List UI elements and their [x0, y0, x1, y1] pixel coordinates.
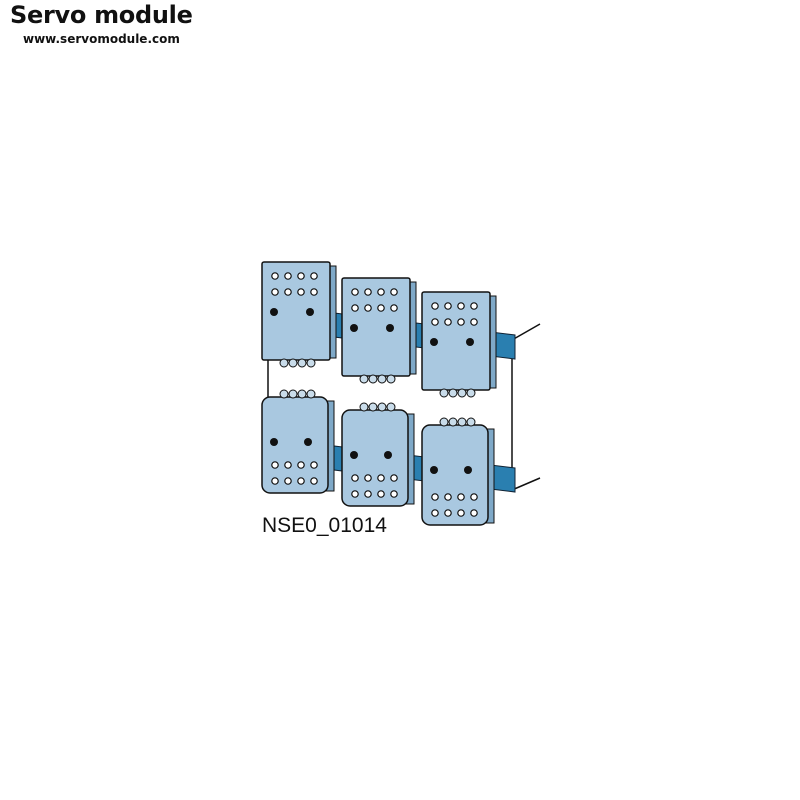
connector-plate	[421, 291, 497, 398]
hole	[310, 272, 318, 280]
hole	[390, 288, 398, 296]
bolt	[386, 402, 396, 412]
hole	[457, 509, 465, 517]
hole	[377, 288, 385, 296]
connector-plate	[341, 277, 417, 384]
bolt	[466, 417, 476, 427]
hole	[351, 474, 359, 482]
watermark-url: www.servomodule.com	[23, 32, 180, 46]
bolt	[386, 374, 396, 384]
hole	[297, 461, 305, 469]
hole	[431, 493, 439, 501]
hole	[310, 288, 318, 296]
bolt-hole	[304, 438, 312, 446]
bolt	[288, 358, 298, 368]
bolt	[377, 402, 387, 412]
plates	[261, 261, 497, 526]
bolt-hole	[430, 466, 438, 474]
bolt	[359, 374, 369, 384]
bolt	[457, 388, 467, 398]
plate	[421, 424, 489, 526]
hole	[364, 304, 372, 312]
hole	[444, 302, 452, 310]
hole	[390, 474, 398, 482]
hole	[284, 461, 292, 469]
bolt-hole	[464, 466, 472, 474]
hole	[457, 318, 465, 326]
hole	[310, 461, 318, 469]
watermark-title: Servo module	[10, 1, 193, 29]
bolt	[448, 417, 458, 427]
bolt	[306, 389, 316, 399]
hole	[470, 493, 478, 501]
bolt	[359, 402, 369, 412]
hole	[351, 490, 359, 498]
hole	[377, 490, 385, 498]
hole	[377, 474, 385, 482]
bolt	[288, 389, 298, 399]
bolt-hole	[270, 308, 278, 316]
hole	[284, 477, 292, 485]
hole	[431, 318, 439, 326]
bolt	[279, 389, 289, 399]
hole	[297, 288, 305, 296]
bolt	[297, 358, 307, 368]
bolt	[439, 388, 449, 398]
hole	[431, 509, 439, 517]
hole	[390, 490, 398, 498]
bolt	[448, 388, 458, 398]
hole	[390, 304, 398, 312]
bolt	[457, 417, 467, 427]
bolt-hole	[466, 338, 474, 346]
bolt	[279, 358, 289, 368]
bolt-hole	[350, 451, 358, 459]
bolt-hole	[350, 324, 358, 332]
bolt-hole	[270, 438, 278, 446]
frame-lines	[267, 323, 541, 491]
hole	[457, 302, 465, 310]
bolt	[297, 389, 307, 399]
hole	[444, 318, 452, 326]
hole	[364, 288, 372, 296]
hole	[377, 304, 385, 312]
bolt	[439, 417, 449, 427]
hole	[364, 474, 372, 482]
bolt	[466, 388, 476, 398]
hole	[297, 272, 305, 280]
hole	[297, 477, 305, 485]
bolt-hole	[384, 451, 392, 459]
hole	[351, 288, 359, 296]
bolt-hole	[430, 338, 438, 346]
hole	[431, 302, 439, 310]
bolt-hole	[386, 324, 394, 332]
hole	[457, 493, 465, 501]
hole	[284, 272, 292, 280]
hole	[470, 318, 478, 326]
hole	[470, 302, 478, 310]
connector-plate	[341, 402, 415, 507]
figure-code: NSE0_01014	[262, 514, 387, 537]
hole	[364, 490, 372, 498]
bolt-hole	[306, 308, 314, 316]
hole	[271, 288, 279, 296]
connector-plate	[421, 417, 495, 526]
hole	[444, 509, 452, 517]
hole	[271, 272, 279, 280]
bolt	[306, 358, 316, 368]
bolt	[368, 402, 378, 412]
bolt	[368, 374, 378, 384]
hole	[284, 288, 292, 296]
hole	[444, 493, 452, 501]
connector-plate	[261, 389, 335, 494]
hole	[310, 477, 318, 485]
hole	[470, 509, 478, 517]
bolt	[377, 374, 387, 384]
hole	[351, 304, 359, 312]
hole	[271, 477, 279, 485]
hole	[271, 461, 279, 469]
connector-plate	[261, 261, 337, 368]
